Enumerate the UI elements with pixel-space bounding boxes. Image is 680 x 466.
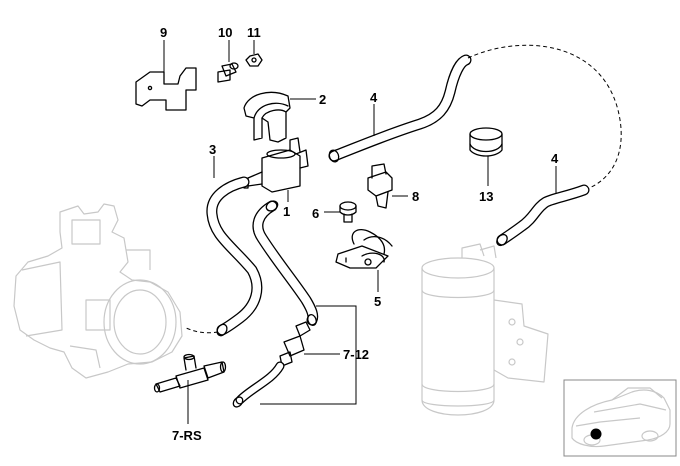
- holder-part-2: [243, 91, 291, 143]
- throttle-body-ghost: [13, 203, 183, 379]
- short-hose-part-4: [496, 184, 590, 247]
- vent-pipe-part-3: [185, 176, 263, 337]
- connector-hose: [252, 200, 319, 326]
- cap-part-13: [469, 127, 503, 157]
- long-hose-part-4: [328, 44, 622, 191]
- bracket-part-9: [135, 67, 197, 111]
- callout-11: 11: [247, 25, 261, 40]
- callout-4-lower: 4: [551, 151, 559, 166]
- callout-1: 1: [283, 204, 290, 219]
- valve-part-1: [243, 137, 309, 193]
- connector-parts: [232, 321, 311, 408]
- location-marker-icon: [590, 428, 602, 440]
- bolt-part-10: [217, 62, 239, 83]
- callout-9: 9: [160, 25, 167, 40]
- callout-6: 6: [312, 206, 319, 221]
- callout-12: 12: [355, 347, 369, 362]
- callout-7-rs: 7-RS: [172, 428, 202, 443]
- callout-10: 10: [218, 25, 232, 40]
- callout-8: 8: [412, 189, 419, 204]
- callout-7-12: 7-12: [343, 347, 369, 362]
- callout-2: 2: [319, 92, 326, 107]
- leader-lines: [163, 40, 557, 424]
- callout-7: 7: [343, 347, 350, 362]
- callout-4-upper: 4: [370, 90, 378, 105]
- callout-dash: -: [350, 347, 354, 362]
- clip-part-5: [335, 229, 393, 269]
- callout-5: 5: [374, 294, 381, 309]
- callout-3: 3: [209, 142, 216, 157]
- tee-connector-part-7rs: [153, 353, 227, 393]
- nut-part-11: [245, 53, 263, 67]
- bolt-part-6: [339, 201, 357, 223]
- car-location-thumbnail: [563, 379, 677, 457]
- callout-13: 13: [479, 189, 493, 204]
- callout-labels: 9 10 11 2 4 3 1 6 8 13 5 4 7-12 7-RS: [160, 25, 559, 443]
- charcoal-canister-ghost: [421, 243, 549, 416]
- plug-part-8: [367, 163, 393, 209]
